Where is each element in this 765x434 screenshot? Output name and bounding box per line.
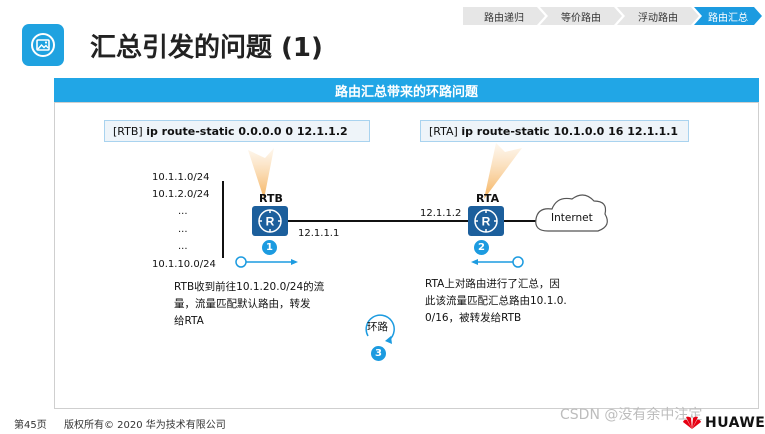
network-label: 10.1.1.0/24 xyxy=(152,172,210,183)
rtb-label: RTB xyxy=(259,192,283,205)
internet-cloud-icon xyxy=(535,194,608,232)
rta-command-text: ip route-static 10.1.0.0 16 12.1.1.1 xyxy=(461,124,679,138)
page-title: 汇总引发的问题 (1) xyxy=(90,33,323,63)
copyright-text: 版权所有© 2020 华为技术有限公司 xyxy=(64,420,226,431)
rtb-command-box: [RTB] ip route-static 0.0.0.0 0 12.1.1.2 xyxy=(104,120,370,142)
loop-arc-icon xyxy=(365,314,395,341)
config-arrow-rta xyxy=(484,143,522,199)
rtb-command-prefix: [RTB] xyxy=(113,124,143,138)
csdn-watermark: CSDN @没有余中注定 xyxy=(560,407,703,423)
svg-text:R: R xyxy=(266,215,275,229)
rta-command-prefix: [RTA] xyxy=(429,124,458,138)
logo-icon xyxy=(22,24,64,66)
flow-start-rta xyxy=(512,256,524,268)
loop-label: 环路 xyxy=(367,321,388,333)
router-rtb-icon[interactable]: R xyxy=(252,206,288,236)
nav-tab-equal-cost-route[interactable]: 等价路由 xyxy=(540,7,622,25)
router-rta-icon[interactable]: R xyxy=(468,206,504,236)
flow-start-rtb xyxy=(235,256,247,268)
huawei-logo-icon xyxy=(682,415,702,434)
nav-tab-route-recursion[interactable]: 路由递归 xyxy=(463,7,545,25)
step-badge-2: 2 xyxy=(474,240,489,255)
network-ellipsis: ... xyxy=(178,224,188,235)
nav-tab-route-summary[interactable]: 路由汇总 xyxy=(694,7,762,25)
rtb-interface-ip: 12.1.1.1 xyxy=(298,228,340,239)
rta-label: RTA xyxy=(476,192,500,205)
internet-label: Internet xyxy=(551,212,593,224)
svg-text:R: R xyxy=(482,215,491,229)
step-2-description: RTA上对路由进行了汇总，因 此该流量匹配汇总路由10.1.0. 0/16，被转… xyxy=(425,278,567,324)
step-badge-1: 1 xyxy=(262,240,277,255)
rta-command-box: [RTA] ip route-static 10.1.0.0 16 12.1.1… xyxy=(420,120,689,142)
rtb-command-text: ip route-static 0.0.0.0 0 12.1.1.2 xyxy=(146,124,348,138)
network-label: 10.1.10.0/24 xyxy=(152,259,216,270)
flow-arrow-right-icon xyxy=(291,259,298,265)
network-ellipsis: ... xyxy=(178,206,188,217)
diagram-panel xyxy=(54,102,759,409)
step-badge-3: 3 xyxy=(371,346,386,361)
network-label: 10.1.2.0/24 xyxy=(152,189,210,200)
page-number: 第45页 xyxy=(14,420,47,431)
flow-arrow-left-icon xyxy=(471,259,478,265)
step-1-description: RTB收到前往10.1.20.0/24的流 量，流量匹配默认路由，转发 给RTA xyxy=(174,281,325,327)
config-arrow-rtb xyxy=(248,148,274,199)
huawei-brand-text: HUAWEI xyxy=(705,415,765,431)
rta-interface-ip: 12.1.1.2 xyxy=(420,208,462,219)
network-ellipsis: ... xyxy=(178,241,188,252)
section-banner: 路由汇总带来的环路问题 xyxy=(54,78,759,102)
nav-tab-floating-route[interactable]: 浮动路由 xyxy=(617,7,699,25)
